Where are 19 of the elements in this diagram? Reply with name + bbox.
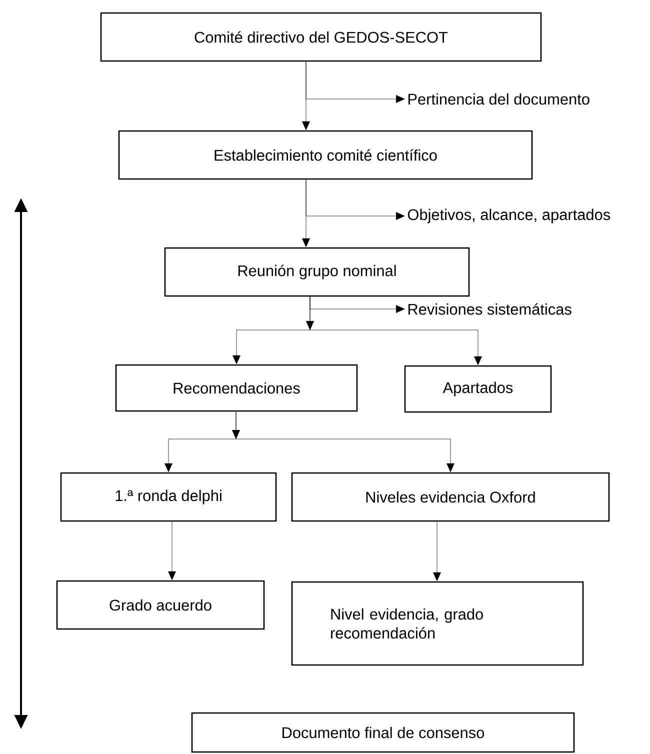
process-box: Grado acuerdo [56,580,265,630]
process-box: Apartados [404,365,552,413]
process-box: Reunión grupo nominal [164,247,470,297]
process-box: Recomendaciones [115,364,358,412]
side-note: Objetivos, alcance, apartados [408,208,610,224]
arrow [306,61,405,103]
arrow [232,411,454,472]
arrow [168,521,176,580]
side-note: Pertinencia del documento [408,93,590,105]
process-box: Niveles evidencia Oxford [291,472,610,522]
side-note: Revisiones sistemáticas [408,303,572,315]
process-box: Comité directivo del GEDOS-SECOT [100,12,542,62]
process-box: 1.ª ronda delphi [60,472,277,522]
process-box: Establecimiento comité científico [118,130,533,180]
arrow [306,179,405,220]
process-box: Documento final de consenso [191,712,575,753]
arrow [310,296,405,313]
process-box: Nivel evidencia, grado recomendación [291,581,584,666]
arrow [433,521,441,582]
